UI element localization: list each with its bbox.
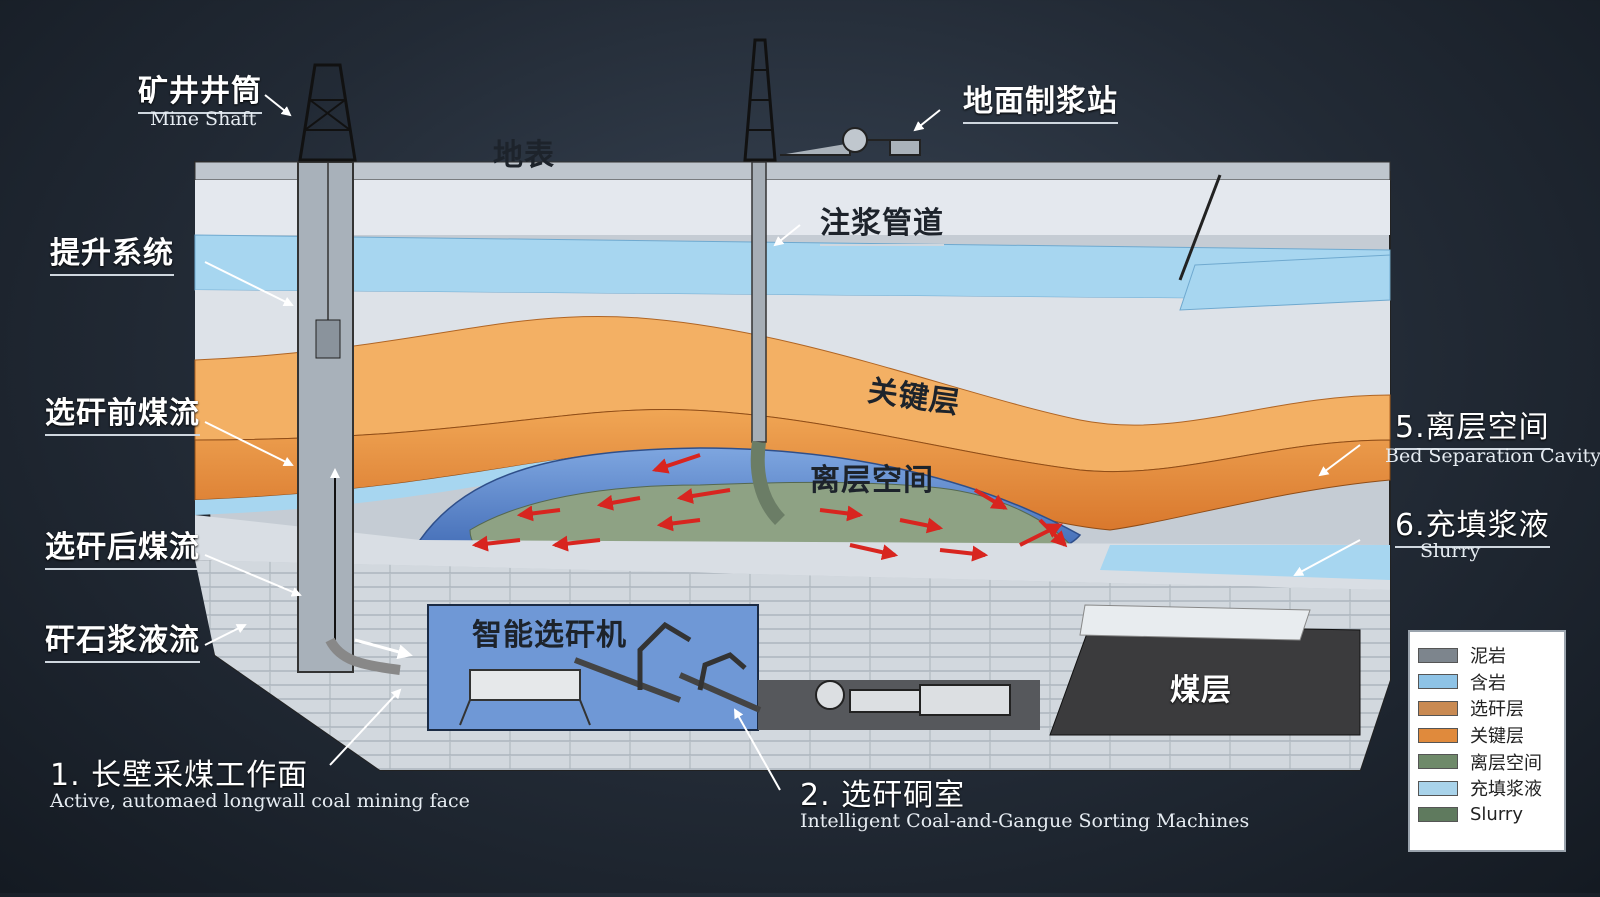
legend: 泥岩 含岩 选矸层 关键层 离层空间 充填浆液 Slurry	[1408, 630, 1566, 852]
shearer-drum	[816, 681, 844, 709]
hoist-cage	[316, 320, 340, 358]
pump	[843, 128, 867, 152]
gob-layer	[1080, 605, 1310, 640]
label-coal-seam: 煤层	[1170, 665, 1232, 709]
injection-pipe	[752, 162, 766, 442]
legend-item: 泥岩	[1418, 642, 1556, 669]
legend-item: 离层空间	[1418, 748, 1556, 775]
label-gangue-slurry-flow: 矸石浆液流	[45, 615, 200, 663]
mudstone-layer-top	[195, 180, 1390, 235]
legend-swatch	[1418, 728, 1458, 743]
legend-label: 含岩	[1470, 669, 1506, 695]
surface-layer	[195, 162, 1390, 180]
label-item2: 2. 选矸硐室	[800, 770, 965, 814]
legend-item: 充填浆液	[1418, 775, 1556, 802]
label-surface: 地表	[493, 130, 555, 174]
legend-label: 泥岩	[1470, 642, 1506, 668]
legend-label: 关键层	[1470, 722, 1524, 748]
leader-shaft	[265, 95, 290, 115]
legend-swatch	[1418, 701, 1458, 716]
label-separation-space: 离层空间	[810, 455, 934, 499]
sorter-hopper	[470, 670, 580, 700]
label-sorter: 智能选矸机	[472, 610, 627, 654]
leader-station	[915, 110, 940, 130]
legend-label: 充填浆液	[1470, 775, 1542, 801]
label-mine-shaft: 矿井井筒	[138, 66, 262, 114]
label-item5-en: Bed Separation Cavity	[1385, 445, 1600, 467]
legend-swatch	[1418, 807, 1458, 822]
label-pre-sort-flow: 选矸前煤流	[45, 388, 200, 436]
legend-swatch	[1418, 781, 1458, 796]
legend-label: Slurry	[1470, 804, 1523, 825]
shearer-body	[850, 690, 920, 712]
label-item2-en: Intelligent Coal-and-Gangue Sorting Mach…	[800, 810, 1249, 832]
shaft-tube	[298, 162, 353, 672]
label-item5: 5.离层空间	[1395, 402, 1550, 450]
shield-support	[920, 685, 1010, 715]
label-hoist-system: 提升系统	[50, 228, 174, 276]
legend-item: Slurry	[1418, 802, 1556, 829]
label-item1-en: Active, automaed longwall coal mining fa…	[50, 790, 470, 812]
legend-label: 离层空间	[1470, 749, 1542, 775]
label-mine-shaft-en: Mine Shaft	[150, 108, 256, 130]
legend-item: 含岩	[1418, 669, 1556, 696]
label-slurry-station: 地面制浆站	[963, 76, 1118, 124]
legend-swatch	[1418, 648, 1458, 663]
legend-item: 选矸层	[1418, 695, 1556, 722]
legend-label: 选矸层	[1470, 695, 1524, 721]
headframe-truss	[305, 100, 350, 130]
label-post-sort-flow: 选矸后煤流	[45, 522, 200, 570]
label-injection-pipe: 注浆管道	[820, 198, 944, 246]
label-item1: 1. 长壁采煤工作面	[50, 750, 308, 794]
label-item6-en: Slurry	[1420, 540, 1480, 562]
legend-swatch	[1418, 674, 1458, 689]
legend-item: 关键层	[1418, 722, 1556, 749]
legend-swatch	[1418, 754, 1458, 769]
